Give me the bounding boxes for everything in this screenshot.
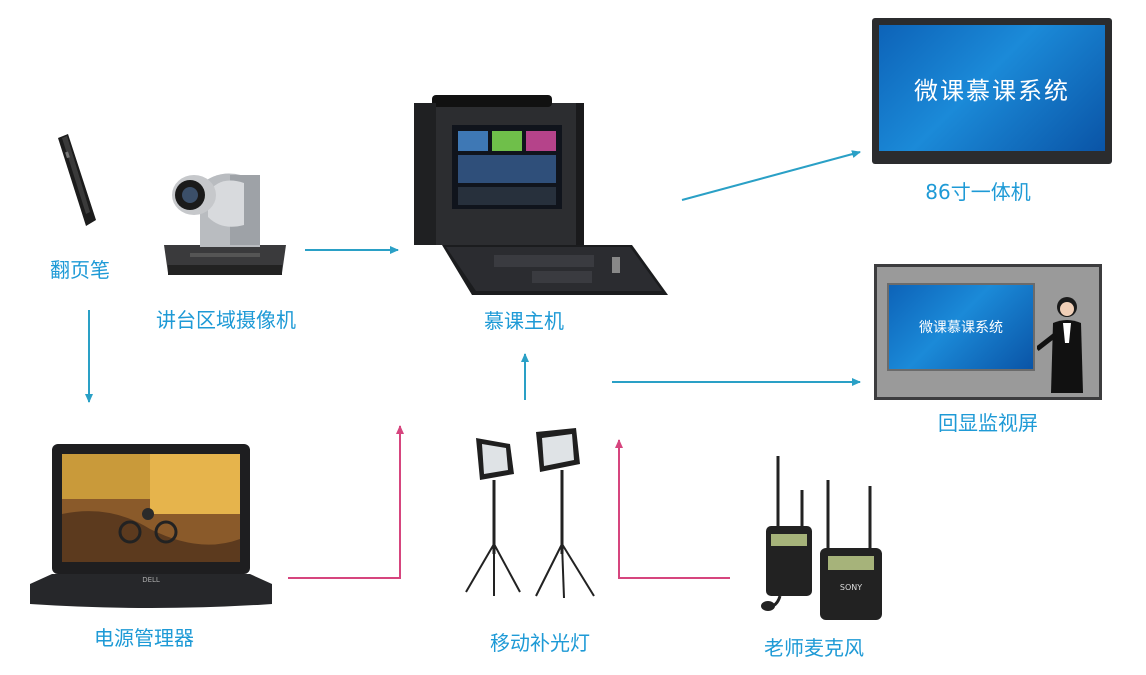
arrow-host-to-display86: [681, 150, 861, 201]
page-turner-label: 翻页笔: [50, 258, 110, 282]
power-manager-label: 电源管理器: [94, 626, 194, 650]
mic-label: 老师麦克风: [764, 636, 864, 660]
monitor-label: 回显监视屏: [938, 411, 1038, 435]
mooc-host-image: [414, 95, 668, 295]
ptz-camera-image: [164, 173, 286, 275]
arrow-power-to-host: [288, 425, 404, 579]
display86-label: 86寸一体机: [925, 180, 1031, 204]
monitor-image: 微课慕课系统: [874, 264, 1102, 400]
display86-screen-text: 微课慕课系统: [914, 76, 1070, 105]
page-turner-image: [58, 134, 96, 226]
fill-lights-image: [465, 428, 595, 599]
laptop-brand: DELL: [142, 576, 160, 584]
display86-screen: 微课慕课系统: [879, 25, 1105, 151]
display86-image: 微课慕课系统: [872, 18, 1112, 164]
fill-lights-label: 移动补光灯: [490, 631, 590, 655]
laptop-image: DELL: [30, 444, 272, 608]
monitor-screen-text: 微课慕课系统: [919, 320, 1003, 336]
arrow-mic-to-host: [615, 439, 730, 579]
presenter-figure: [1037, 297, 1083, 393]
camera-label: 讲台区域摄像机: [156, 308, 296, 332]
monitor-screen: 微课慕课系统: [887, 283, 1035, 371]
host-label: 慕课主机: [484, 309, 564, 333]
mic-brand: SONY: [840, 583, 862, 592]
wireless-mic-image: SONY: [761, 456, 882, 620]
